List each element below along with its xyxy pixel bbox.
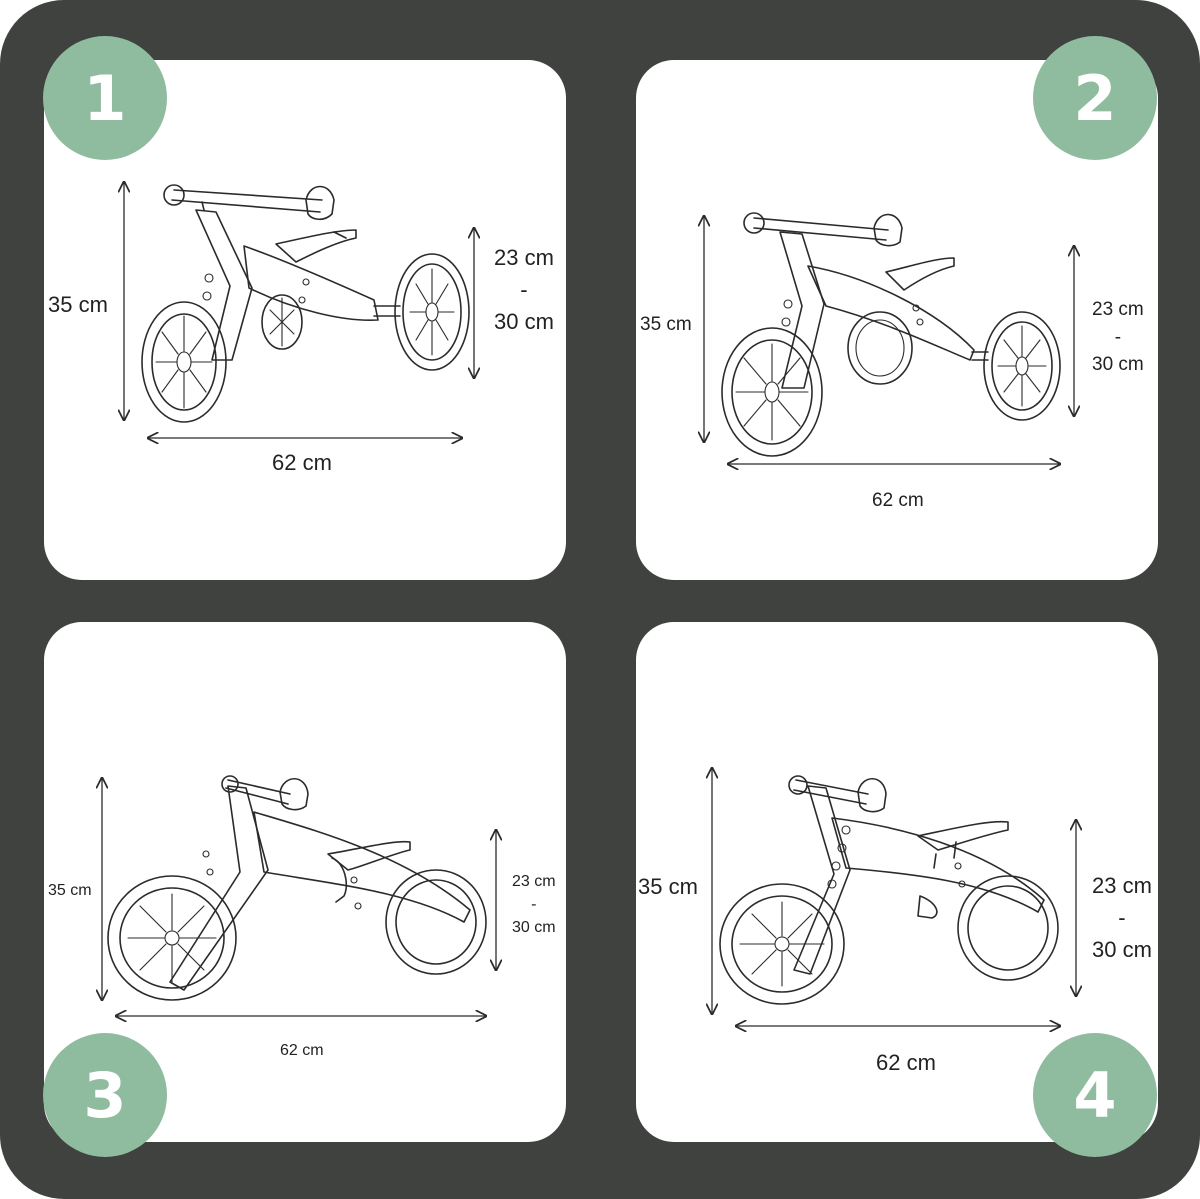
tricycle-illustration [636,212,1158,580]
seat-height-separator: - [1114,326,1122,348]
seat-height-separator: - [1118,904,1126,930]
step-badge-1: 1 [43,36,167,160]
seat-height-max: 30 cm [512,919,556,937]
seat-height-max: 30 cm [1092,354,1144,376]
panel-balance-bike-mode-3: 35 cm 62 cm 23 cm - 30 cm [44,622,566,1142]
height-label: 35 cm [48,292,108,317]
seat-height-max: 30 cm [1092,936,1152,962]
seat-height-separator: - [531,896,537,914]
seat-height-range: 23 cm - 30 cm [1092,870,1152,966]
balance-bike-illustration [636,622,1158,1142]
seat-height-min: 23 cm [494,245,554,270]
panel-balance-bike-mode-4: 35 cm 62 cm 23 cm - 30 cm [636,622,1158,1142]
seat-height-range: 23 cm - 30 cm [512,870,556,940]
height-label: 35 cm [48,882,92,899]
seat-height-range: 23 cm - 30 cm [494,242,554,338]
seat-height-range: 23 cm - 30 cm [1092,296,1144,379]
height-label: 35 cm [638,874,698,899]
step-badge-4: 4 [1033,1033,1157,1157]
length-label: 62 cm [272,450,332,475]
length-label: 62 cm [876,1050,936,1075]
step-badge-2: 2 [1033,36,1157,160]
balance-bike-illustration [44,775,566,1142]
height-label: 35 cm [640,314,692,335]
step-badge-3: 3 [43,1033,167,1157]
seat-height-max: 30 cm [494,308,554,334]
tricycle-illustration [44,60,566,580]
length-label: 62 cm [872,490,924,511]
length-label: 62 cm [280,1042,324,1059]
seat-height-min: 23 cm [1092,299,1144,320]
seat-height-separator: - [520,276,528,302]
seat-height-min: 23 cm [512,873,556,890]
seat-height-min: 23 cm [1092,873,1152,898]
